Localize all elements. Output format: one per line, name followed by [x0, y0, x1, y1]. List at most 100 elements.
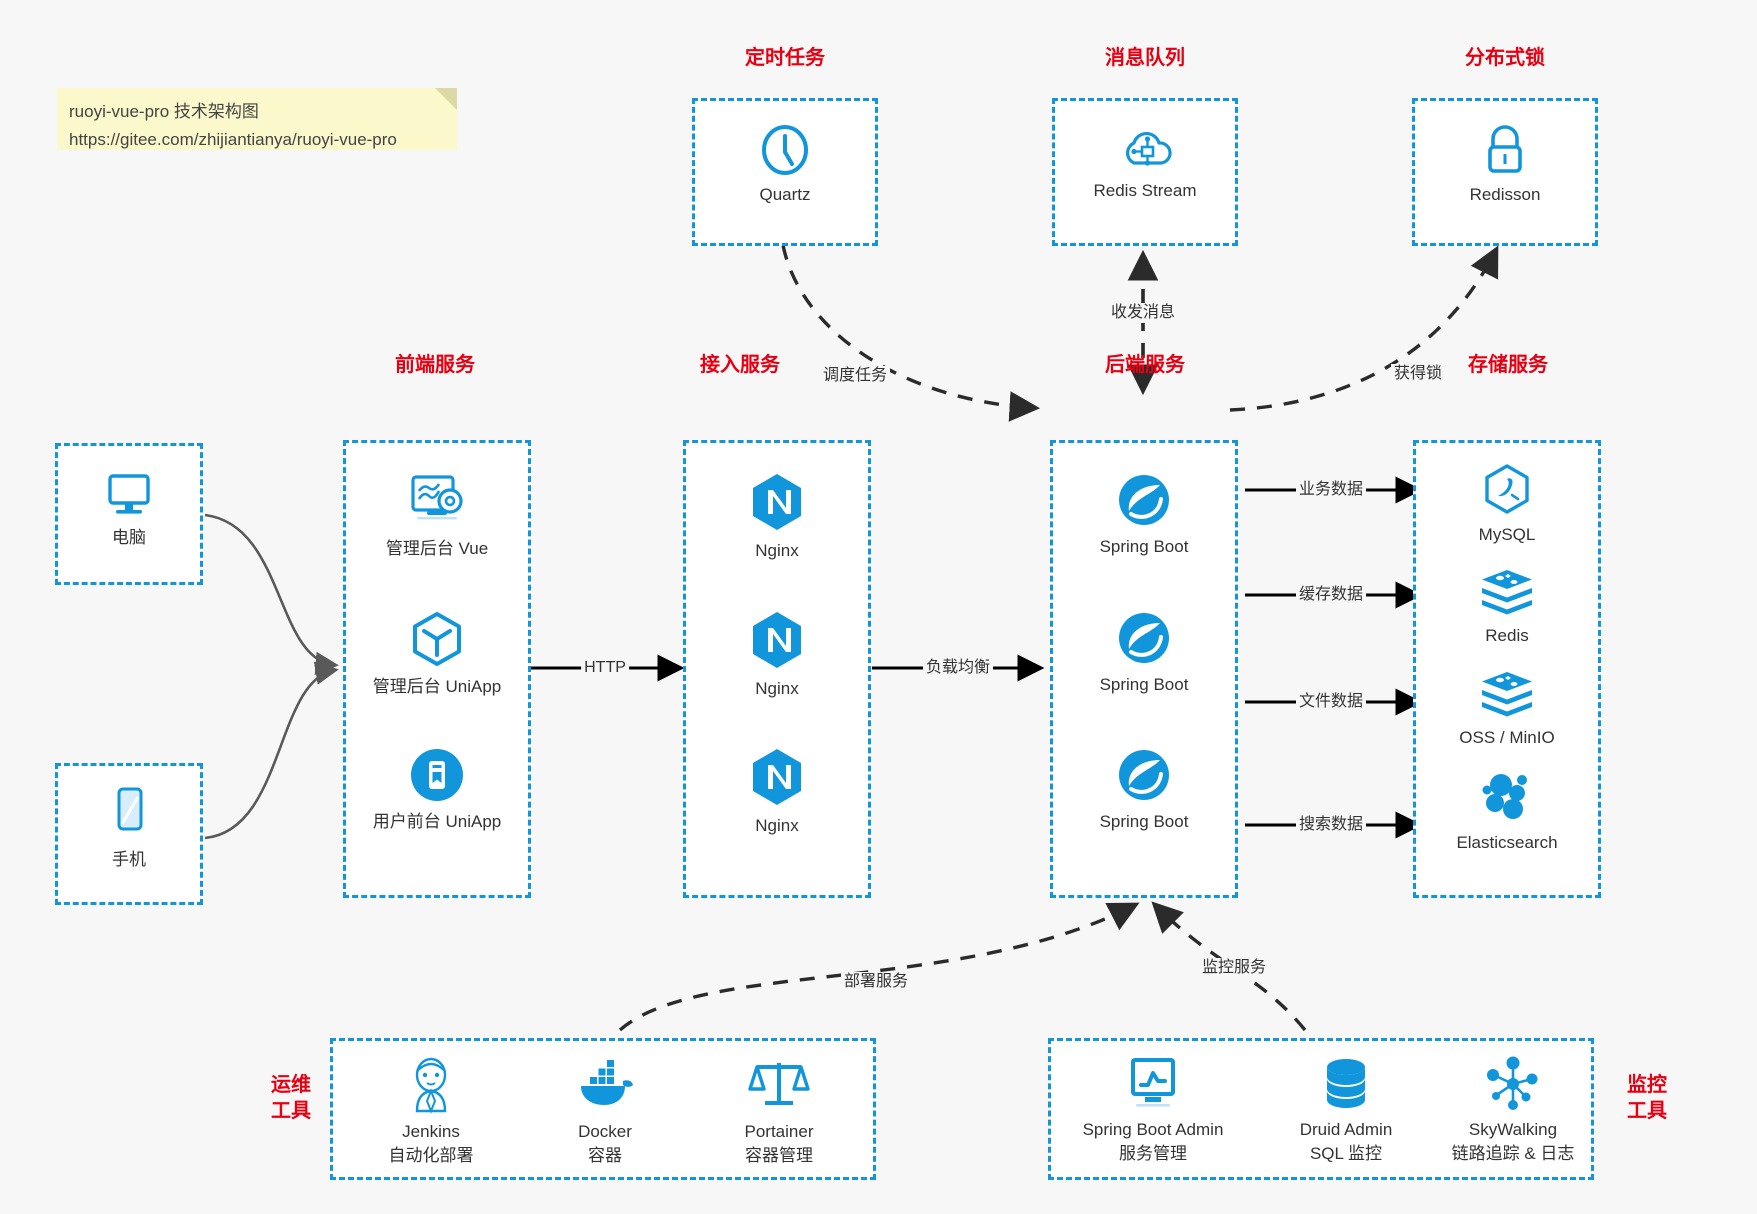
- node-sublabel: 链路追踪 & 日志: [1451, 1144, 1575, 1163]
- edge-label-cache-data: 缓存数据: [1295, 585, 1367, 605]
- lock-icon: [1488, 125, 1522, 173]
- group-box-message-queue: Redis Stream: [1052, 98, 1238, 246]
- redis-icon: [1482, 570, 1532, 615]
- node-admin-uniapp[interactable]: 管理后台 UniApp: [346, 609, 528, 699]
- group-title-storage: 存储服务: [1468, 354, 1548, 376]
- group-title-gateway: 接入服务: [700, 354, 780, 376]
- node-redis[interactable]: Redis: [1416, 566, 1598, 648]
- node-label: 手机: [112, 850, 146, 869]
- node-druid-admin[interactable]: Druid Admin SQL 监控: [1251, 1055, 1441, 1166]
- node-label: Portainer: [744, 1122, 814, 1141]
- node-portainer[interactable]: Portainer 容器管理: [699, 1055, 859, 1168]
- node-spring-boot-2[interactable]: Spring Boot: [1053, 609, 1235, 697]
- node-redisson[interactable]: Redisson: [1415, 123, 1595, 207]
- node-label: Nginx: [755, 816, 799, 835]
- node-label: Spring Boot Admin: [1082, 1120, 1224, 1139]
- node-label: OSS / MinIO: [1459, 728, 1555, 747]
- spring-boot-icon: [1119, 613, 1169, 663]
- group-title-message-queue: 消息队列: [1105, 47, 1185, 69]
- oss-minio-icon: [1482, 672, 1532, 717]
- app-rounded-icon: [411, 749, 463, 801]
- group-title-distributed-lock: 分布式锁: [1465, 47, 1545, 69]
- scales-icon: [748, 1063, 810, 1105]
- node-label: 电脑: [112, 528, 146, 547]
- monitor-title-line-2: 工具: [1627, 1100, 1667, 1122]
- node-sublabel: 自动化部署: [388, 1146, 474, 1165]
- edge-label-deploy-service: 部署服务: [840, 972, 912, 992]
- node-label: Spring Boot: [1099, 537, 1189, 556]
- node-nginx-3[interactable]: Nginx: [686, 746, 868, 838]
- node-label: Spring Boot: [1099, 675, 1189, 694]
- node-spring-boot-1[interactable]: Spring Boot: [1053, 471, 1235, 559]
- group-title-backend: 后端服务: [1105, 354, 1185, 376]
- nginx-icon: [753, 612, 801, 668]
- node-redis-stream[interactable]: Redis Stream: [1055, 123, 1235, 203]
- node-sublabel: 容器管理: [745, 1146, 813, 1165]
- node-label: Redisson: [1469, 185, 1541, 204]
- nginx-icon: [753, 749, 801, 805]
- cloud-network-icon: [1125, 131, 1172, 166]
- jenkins-icon: [415, 1057, 447, 1114]
- desktop-computer-icon: [108, 474, 150, 514]
- node-spring-boot-3[interactable]: Spring Boot: [1053, 746, 1235, 834]
- note-fold-corner: [435, 88, 457, 110]
- node-docker[interactable]: Docker 容器: [525, 1055, 685, 1168]
- node-mysql[interactable]: MySQL: [1416, 463, 1598, 547]
- devops-title-line-1: 运维: [271, 1074, 311, 1096]
- group-title-frontend: 前端服务: [395, 354, 475, 376]
- group-box-backend: Spring Boot Spring Boot Spring Boot: [1050, 440, 1238, 898]
- node-label: Jenkins: [402, 1122, 460, 1141]
- spring-boot-icon: [1119, 750, 1169, 800]
- node-label: Docker: [578, 1122, 632, 1141]
- node-sublabel: SQL 监控: [1309, 1144, 1383, 1163]
- skywalking-node-icon: [1487, 1056, 1538, 1110]
- monitor-chart-icon: [1131, 1058, 1175, 1107]
- node-label: Quartz: [759, 185, 811, 204]
- nginx-icon: [753, 474, 801, 530]
- node-mobile[interactable]: 手机: [58, 784, 200, 872]
- node-skywalking[interactable]: SkyWalking 链路追踪 & 日志: [1423, 1055, 1603, 1166]
- node-elasticsearch[interactable]: Elasticsearch: [1416, 771, 1598, 855]
- edge-label-business-data: 业务数据: [1295, 480, 1367, 500]
- edge-label-http: HTTP: [581, 658, 629, 678]
- node-jenkins[interactable]: Jenkins 自动化部署: [351, 1055, 511, 1168]
- clock-icon: [762, 125, 808, 175]
- diagram-note: ruoyi-vue-pro 技术架构图 https://gitee.com/zh…: [57, 88, 457, 150]
- note-line-1: ruoyi-vue-pro 技术架构图: [69, 102, 259, 121]
- group-box-client-mobile: 手机: [55, 763, 203, 905]
- edge-label-monitor-service: 监控服务: [1198, 958, 1270, 978]
- group-box-gateway: Nginx Nginx Nginx: [683, 440, 871, 898]
- edge-label-schedule-task: 调度任务: [819, 366, 891, 386]
- group-box-client-desktop: 电脑: [55, 443, 203, 585]
- group-box-devops-tools: Jenkins 自动化部署 Docker 容器: [330, 1038, 876, 1180]
- node-desktop[interactable]: 电脑: [58, 468, 200, 550]
- node-sublabel: 服务管理: [1119, 1144, 1187, 1163]
- spring-boot-icon: [1119, 475, 1169, 525]
- cube-icon: [413, 612, 461, 666]
- node-quartz[interactable]: Quartz: [695, 123, 875, 207]
- docker-icon: [581, 1060, 633, 1105]
- node-sublabel: 容器: [588, 1146, 622, 1165]
- node-label: SkyWalking: [1468, 1120, 1558, 1139]
- database-stack-icon: [1327, 1059, 1365, 1108]
- node-label: 管理后台 Vue: [385, 539, 489, 558]
- node-nginx-1[interactable]: Nginx: [686, 471, 868, 563]
- node-admin-vue[interactable]: 管理后台 Vue: [346, 471, 528, 561]
- node-user-uniapp[interactable]: 用户前台 UniApp: [346, 746, 528, 834]
- devops-title-line-2: 工具: [271, 1100, 311, 1122]
- group-title-monitor-tools: 监控 工具: [1612, 1072, 1682, 1124]
- edge-label-acquire-lock: 获得锁: [1390, 364, 1446, 384]
- node-label: Nginx: [755, 541, 799, 560]
- node-label: MySQL: [1478, 525, 1536, 544]
- group-box-scheduled-task: Quartz: [692, 98, 878, 246]
- elasticsearch-icon: [1482, 774, 1527, 819]
- node-spring-boot-admin[interactable]: Spring Boot Admin 服务管理: [1053, 1055, 1253, 1166]
- node-label: 用户前台 UniApp: [372, 812, 502, 831]
- node-oss-minio[interactable]: OSS / MinIO: [1416, 668, 1598, 750]
- group-box-monitor-tools: Spring Boot Admin 服务管理 Druid Admin SQL 监…: [1048, 1038, 1594, 1180]
- edge-label-file-data: 文件数据: [1295, 692, 1367, 712]
- edge-label-send-receive-message: 收发消息: [1107, 303, 1179, 323]
- node-nginx-2[interactable]: Nginx: [686, 609, 868, 701]
- node-label: Redis Stream: [1093, 181, 1197, 200]
- node-label: 管理后台 UniApp: [372, 677, 502, 696]
